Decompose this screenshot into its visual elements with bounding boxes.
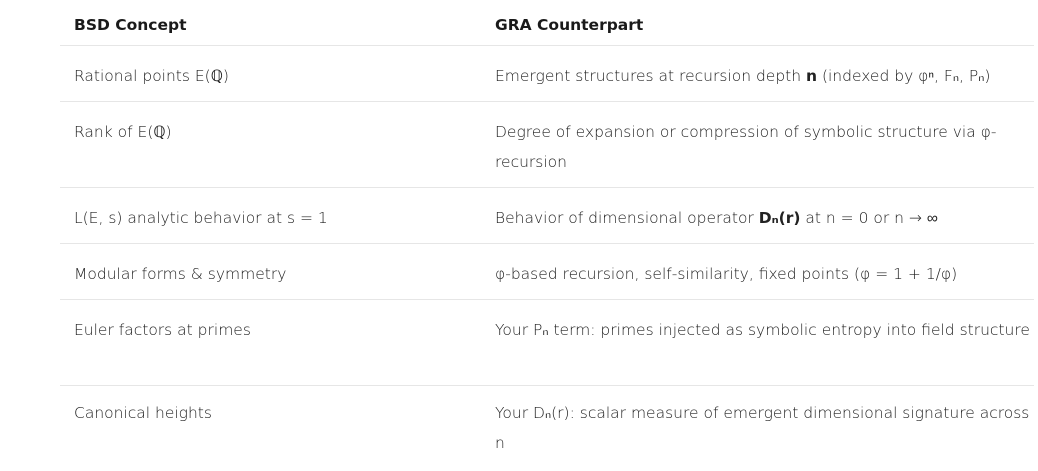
counterpart-bold-term: n — [805, 67, 818, 85]
header-gra-counterpart: GRA Counterpart — [495, 16, 644, 34]
counterpart-text: Emergent structures at recursion depth — [495, 67, 806, 85]
counterpart-text: Your Dₙ(r): scalar measure of emergent d… — [495, 404, 1030, 452]
concept-cell: L(E, s) analytic behavior at s = 1 — [74, 209, 328, 227]
table-row: Modular forms & symmetry φ-based recursi… — [60, 244, 1034, 300]
concept-cell: Canonical heights — [74, 404, 212, 422]
concept-cell: Rational points E(ℚ) — [74, 67, 229, 85]
concept-cell: Rank of E(ℚ) — [74, 123, 172, 141]
table-row: Rational points E(ℚ) Emergent structures… — [60, 46, 1034, 102]
counterpart-cell: Behavior of dimensional operator Dₙ(r) a… — [481, 188, 1034, 243]
table-header-row: BSD Concept GRA Counterpart — [60, 0, 1034, 46]
counterpart-cell: φ-based recursion, self-similarity, fixe… — [481, 244, 1034, 299]
table-row: Rank of E(ℚ) Degree of expansion or comp… — [60, 102, 1034, 188]
counterpart-cell: Your Pₙ term: primes injected as symboli… — [481, 300, 1034, 385]
counterpart-bold-term: Dₙ(r) — [758, 209, 801, 227]
comparison-table: BSD Concept GRA Counterpart Rational poi… — [60, 0, 1034, 471]
header-bsd-concept: BSD Concept — [74, 16, 187, 34]
counterpart-text: at n = 0 or n → ∞ — [800, 209, 938, 227]
table-row: L(E, s) analytic behavior at s = 1 Behav… — [60, 188, 1034, 244]
table-row: Canonical heights Your Dₙ(r): scalar mea… — [60, 386, 1034, 471]
counterpart-text: φ-based recursion, self-similarity, fixe… — [495, 265, 958, 283]
concept-cell: Euler factors at primes — [74, 321, 251, 339]
counterpart-cell: Your Dₙ(r): scalar measure of emergent d… — [481, 386, 1034, 471]
counterpart-text: (indexed by φⁿ, Fₙ, Pₙ) — [817, 67, 991, 85]
counterpart-text: Your Pₙ term: primes injected as symboli… — [495, 321, 1030, 339]
counterpart-text: Behavior of dimensional operator — [495, 209, 759, 227]
concept-cell: Modular forms & symmetry — [74, 265, 287, 283]
counterpart-cell: Emergent structures at recursion depth n… — [481, 46, 1034, 101]
counterpart-text: Degree of expansion or compression of sy… — [495, 123, 997, 171]
counterpart-cell: Degree of expansion or compression of sy… — [481, 102, 1034, 187]
table-row: Euler factors at primes Your Pₙ term: pr… — [60, 300, 1034, 386]
